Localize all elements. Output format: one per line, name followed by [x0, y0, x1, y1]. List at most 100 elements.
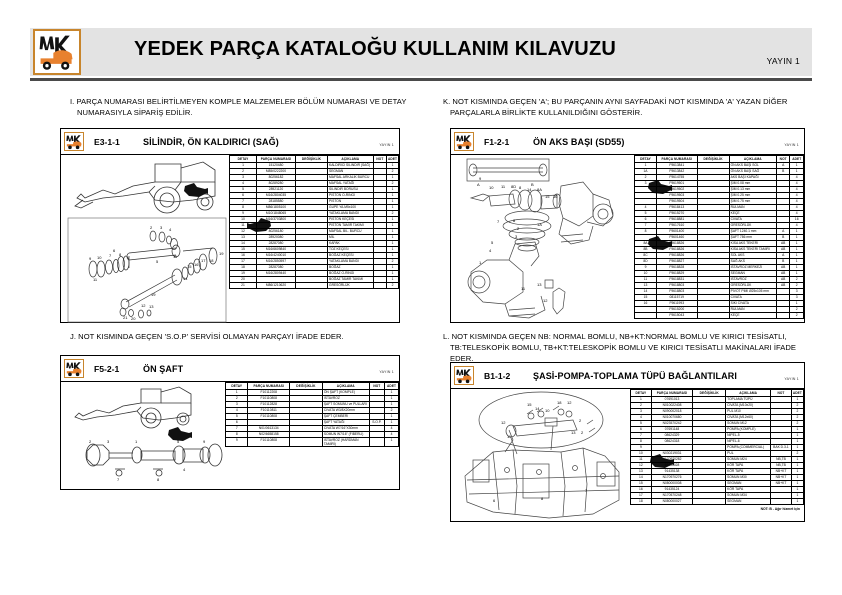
col-aciklama: AÇIKLAMA — [327, 155, 374, 163]
cell-detay: 18 — [630, 498, 652, 505]
svg-text:A: A — [477, 182, 480, 187]
cell-not — [368, 436, 386, 448]
col-parca: PARÇA NUMARASI — [650, 389, 694, 397]
svg-text:9: 9 — [89, 256, 92, 261]
pointer-hand-icon — [184, 183, 208, 197]
svg-text:8: 8 — [157, 477, 160, 482]
parts-table-f1-2-1: DETAY PARÇA NUMARASI DEĞİŞİKLİK AÇIKLAMA… — [634, 155, 804, 319]
cell-not — [372, 282, 388, 289]
col-detay: DETAY — [630, 389, 652, 397]
svg-text:4: 4 — [183, 467, 186, 472]
page-title: YEDEK PARÇA KATALOĞU KULLANIM KILAVUZU — [133, 38, 616, 60]
catalog-card-b1-1-2: B1-1-2 ŞASİ-POMPA-TOPLAMA TÜPÜ BAĞLANTIL… — [450, 362, 805, 522]
cell-aciklama: İSTAVROZ (HARDMAN TAMİRİ) — [321, 436, 370, 448]
col-adet: ADET — [386, 155, 399, 163]
svg-text:1A: 1A — [537, 222, 542, 227]
col-not: NOT — [368, 382, 386, 390]
forklift-mini-icon — [456, 369, 472, 384]
cell-parca: F10110808 — [247, 436, 290, 448]
card-edition: YAYIN 1 — [784, 377, 799, 381]
card-name: ÖN AKS BAŞI (SD55) — [533, 137, 625, 147]
parts-table-b1-1-2: DETAY PARÇA NUMARASI DEĞİŞİKLİK AÇIKLAMA… — [630, 389, 805, 505]
table-header-row: DETAY PARÇA NUMARASI DEĞİŞİKLİK AÇIKLAMA… — [634, 155, 804, 163]
catalog-card-f5-2-1: F5-2-1 ÖN ŞAFT YAYIN 1 — [60, 355, 400, 490]
card-edition: YAYIN 1 — [784, 143, 799, 147]
card-name: ŞASİ-POMPA-TOPLAMA TÜPÜ BAĞLANTILARI — [533, 371, 737, 381]
svg-text:12: 12 — [543, 298, 548, 303]
col-aciklama: AÇIKLAMA — [321, 382, 370, 390]
forklift-mini-icon — [66, 362, 82, 377]
col-degisiklik: DEĞİŞİKLİK — [692, 389, 727, 397]
svg-text:17: 17 — [201, 258, 206, 263]
svg-text:12: 12 — [567, 400, 572, 405]
svg-text:2: 2 — [581, 430, 584, 435]
svg-text:7: 7 — [497, 219, 500, 224]
svg-text:5: 5 — [177, 439, 180, 444]
svg-text:5: 5 — [491, 240, 494, 245]
cell-not — [775, 312, 791, 319]
svg-text:5: 5 — [156, 259, 159, 264]
svg-text:21: 21 — [123, 315, 128, 320]
cell-aciklama: GRESÖRLÜK — [327, 282, 374, 289]
col-parca: PARÇA NUMARASI — [247, 382, 290, 390]
svg-text:4: 4 — [169, 227, 172, 232]
header-divider — [30, 78, 812, 81]
svg-text:10: 10 — [545, 408, 550, 413]
svg-text:3: 3 — [107, 439, 110, 444]
svg-text:8: 8 — [541, 496, 544, 501]
svg-text:8A: 8A — [537, 187, 542, 192]
svg-text:11: 11 — [93, 277, 98, 282]
svg-text:2: 2 — [579, 418, 582, 423]
svg-text:7: 7 — [109, 253, 112, 258]
svg-text:15: 15 — [187, 264, 192, 269]
svg-text:6: 6 — [113, 248, 116, 253]
col-not: NOT — [372, 155, 388, 163]
svg-text:2: 2 — [89, 439, 92, 444]
cell-detay: 9 — [224, 436, 249, 448]
col-adet: ADET — [790, 389, 805, 397]
cell-parca: N080000027 — [650, 498, 694, 505]
svg-text:7: 7 — [117, 477, 120, 482]
table-header-row: DETAY PARÇA NUMARASI DEĞİŞİKLİK AÇIKLAMA… — [228, 155, 399, 163]
cell-degisiklik — [692, 498, 727, 505]
header-edition-label: YAYIN 1 — [766, 56, 800, 66]
svg-text:1: 1 — [479, 260, 482, 265]
card-logo-icon — [64, 359, 84, 378]
card-header: E3-1-1 SİLİNDİR, ÖN KALDIRICI (SAĞ) YAYI… — [61, 129, 399, 155]
parts-table-container: DETAY PARÇA NUMARASI DEĞİŞİKLİK AÇIKLAMA… — [228, 155, 399, 323]
svg-text:9: 9 — [203, 439, 206, 444]
svg-text:2: 2 — [150, 225, 153, 230]
svg-text:13: 13 — [571, 430, 576, 435]
cell-degisiklik — [294, 282, 329, 289]
svg-text:8: 8 — [519, 185, 522, 190]
cell-adet: 2 — [386, 282, 399, 289]
card-header: F5-2-1 ÖN ŞAFT YAYIN 1 — [61, 356, 399, 382]
note-j: J. NOT KISMINDA GEÇEN 'S.O.P' SERVİSİ OL… — [70, 332, 344, 341]
svg-text:12: 12 — [141, 303, 146, 308]
svg-text:4: 4 — [489, 248, 492, 253]
card-logo-icon — [454, 132, 474, 151]
col-parca: PARÇA NUMARASI — [655, 155, 698, 163]
parts-table-container: DETAY PARÇA NUMARASI DEĞİŞİKLİK AÇIKLAMA… — [224, 382, 399, 490]
col-degisiklik: DEĞİŞİKLİK — [294, 155, 329, 163]
parts-table-container: DETAY PARÇA NUMARASI DEĞİŞİKLİK AÇIKLAMA… — [630, 389, 805, 522]
cell-parca: M86/1210620 — [256, 282, 296, 289]
card-header: F1-2-1 ÖN AKS BAŞI (SD55) YAYIN 1 — [451, 129, 804, 155]
col-parca: PARÇA NUMARASI — [256, 155, 296, 163]
svg-text:16: 16 — [194, 262, 199, 267]
